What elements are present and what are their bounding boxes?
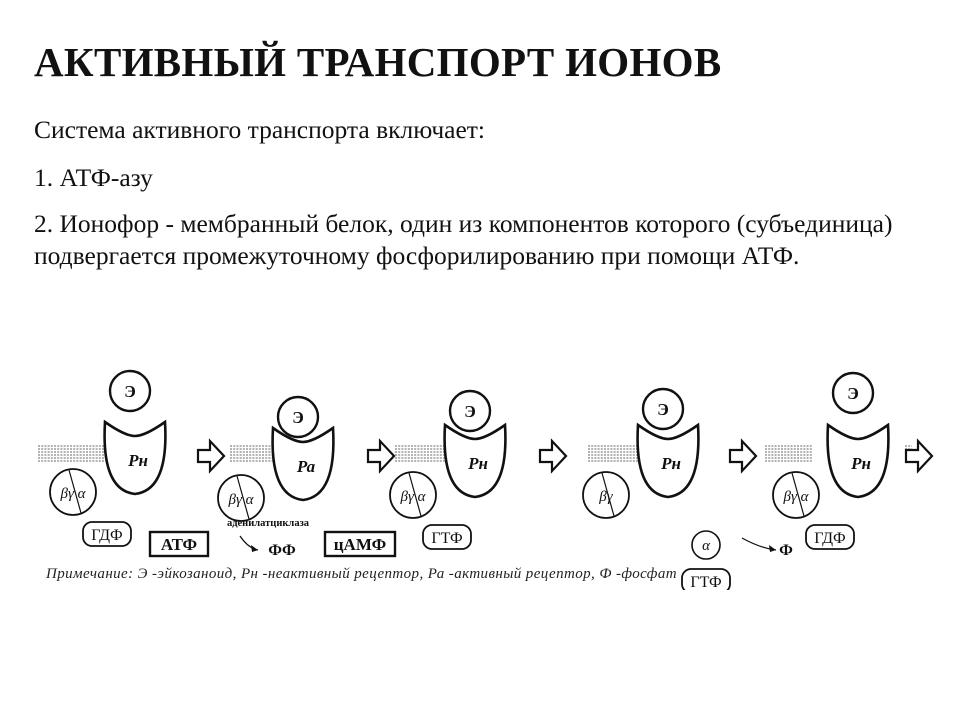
intro-text: Система активного транспорта включает: [34, 115, 486, 144]
ligand-circle [108, 369, 152, 413]
g-protein-subunits: βγ α [782, 489, 809, 505]
g-protein-divider [408, 472, 422, 517]
nucleotide-box [805, 524, 855, 550]
nucleotide-label: ГДФ [814, 530, 845, 547]
receptor-label: Рн [660, 454, 681, 473]
ligand-label: Э [124, 382, 136, 401]
g-protein-divider [68, 469, 82, 514]
nucleotide-label: ГТФ [431, 530, 462, 547]
ligand-label: Э [292, 408, 304, 427]
ligand-label: Э [847, 384, 859, 403]
g-protein-circle [49, 468, 97, 516]
phosphate-label: Ф [779, 542, 793, 559]
ligand-circle [831, 371, 875, 415]
atp-box-group: АТФ [148, 530, 210, 558]
enzyme-label: аденилатциклаза [227, 518, 310, 529]
list-item-ionophore: 2. Ионофор - мембранный белок, один из к… [34, 209, 893, 270]
receptor-stage: Э Ра βγ α [217, 395, 335, 522]
ligand-label: Э [657, 400, 669, 419]
membrane-segment [765, 445, 812, 462]
list-item-atpase: 1. АТФ-азу [34, 163, 153, 192]
receptor-shape [271, 425, 335, 502]
g-protein-divider [791, 472, 805, 517]
nucleotide-label: ГДФ [91, 527, 122, 544]
membrane-segment [395, 445, 448, 462]
receptor-shape [103, 419, 167, 496]
g-protein-subunits: βγ α [399, 489, 426, 505]
block-arrow [196, 438, 226, 474]
slide-body: Система активного транспорта включает: 1… [34, 114, 934, 272]
atp-label: АТФ [161, 535, 197, 554]
membrane-segment [230, 445, 276, 462]
block-arrow [366, 438, 396, 474]
g-protein-subunits: βγ [598, 489, 613, 505]
diagram-footnote: Примечание: Э -эйкозаноид, Рн -неактивны… [45, 566, 677, 582]
atp-box [148, 530, 210, 558]
slide-title: АКТИВНЫЙ ТРАНСПОРТ ИОНОВ [34, 39, 722, 85]
ligand-circle [276, 395, 320, 439]
g-protein-circle [772, 471, 820, 519]
g-protein-divider [601, 472, 615, 517]
receptor-label: Рн [127, 451, 148, 470]
nucleotide-box [422, 524, 472, 550]
ligand-label: Э [464, 402, 476, 421]
alpha-subunit-circle [691, 530, 721, 560]
receptor-label: Рн [850, 454, 871, 473]
receptor-stage: Э Рн βγ α ГДФ [772, 371, 890, 550]
g-protein-circle [582, 471, 630, 519]
g-protein-circle [389, 471, 437, 519]
alpha-subunit-label: α [702, 538, 711, 554]
membrane-segment [38, 445, 112, 462]
block-arrow [538, 438, 568, 474]
g-protein-circle [217, 474, 265, 522]
nucleotide-box [681, 568, 731, 590]
receptor-stage: Э Рн βγ α ГДФ [49, 369, 167, 547]
ligand-circle [641, 387, 685, 431]
receptor-shape [636, 422, 700, 499]
receptor-shape [443, 422, 507, 499]
camp-label: цАМФ [334, 535, 387, 554]
phosphate-arrow-head [769, 545, 776, 552]
receptor-label: Ра [296, 457, 316, 476]
enzyme-arrow [239, 535, 259, 551]
nucleotide-box [82, 521, 132, 547]
receptor-label: Рн [467, 454, 488, 473]
g-protein-subunits: βγ α [227, 492, 254, 508]
receptor-shape [826, 422, 890, 499]
ff-label: ФФ [268, 542, 296, 559]
receptor-stage: Э Рн βγ α ГТФ [389, 389, 507, 550]
nucleotide-label: ГТФ [690, 574, 721, 590]
block-arrow [728, 438, 758, 474]
ligand-circle [448, 389, 492, 433]
camp-box [323, 530, 397, 558]
g-protein-divider [236, 475, 250, 520]
g-protein-subunits: βγ α [59, 486, 86, 502]
enzyme-arrow-head [251, 545, 258, 552]
camp-box-group: цАМФ [323, 530, 397, 558]
block-arrow [904, 438, 934, 474]
